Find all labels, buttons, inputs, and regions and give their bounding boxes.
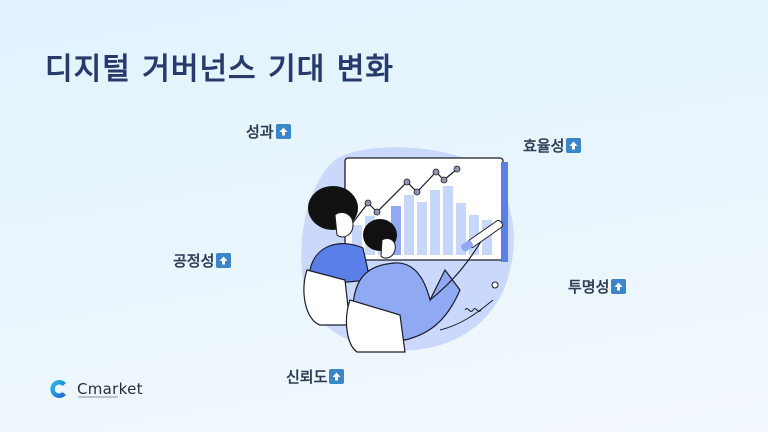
label-text: 투명성 <box>568 278 610 296</box>
arrow-up-icon <box>329 369 345 384</box>
label-performance: 성과 <box>246 121 291 142</box>
cmarket-logo-icon <box>50 380 66 398</box>
presentation-illustration <box>301 147 514 353</box>
label-transparency: 투명성 <box>568 276 627 297</box>
arrow-up-icon <box>216 253 232 268</box>
label-text: 신뢰도 <box>286 368 328 386</box>
logo-text: Cmarket <box>77 380 143 398</box>
logo-tagline <box>78 396 118 398</box>
label-text: 효율성 <box>523 137 565 155</box>
page-title: 디지털 거버넌스 기대 변화 <box>45 52 394 87</box>
label-text: 성과 <box>246 123 274 141</box>
arrow-up-icon <box>275 124 291 139</box>
label-efficiency: 효율성 <box>523 135 582 156</box>
cmarket-logo: Cmarket <box>48 377 143 401</box>
arrow-up-icon <box>611 279 627 294</box>
arrow-up-icon <box>566 138 582 153</box>
label-text: 공정성 <box>173 252 215 270</box>
label-trust: 신뢰도 <box>286 366 345 387</box>
label-fairness: 공정성 <box>173 250 232 271</box>
